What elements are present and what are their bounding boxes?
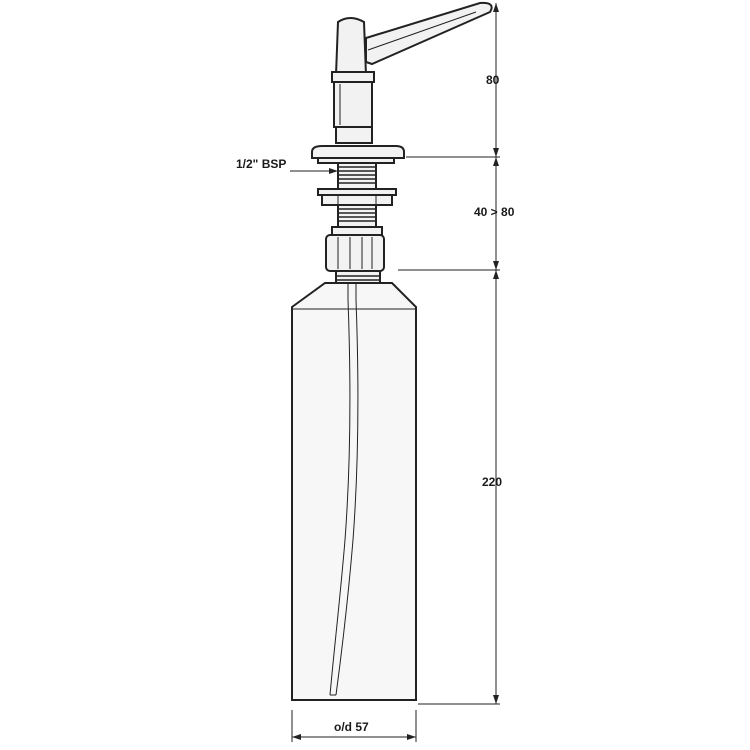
- threaded-shank: [337, 162, 377, 190]
- diameter-dimension-line: [292, 734, 416, 740]
- thread-range-label: 40 > 80: [474, 205, 515, 219]
- pump-height-label: 80: [486, 73, 500, 87]
- pump-head: [331, 1, 493, 144]
- dip-tube: [329, 283, 359, 696]
- bottle: [291, 282, 417, 701]
- diameter-label: o/d 57: [334, 720, 369, 734]
- threaded-shank-lower: [337, 204, 377, 228]
- vertical-dimension-line: [493, 3, 499, 704]
- thread-spec-label: 1/2" BSP: [236, 157, 286, 171]
- thread-leader: [290, 168, 338, 174]
- bottle-coupling: [325, 226, 385, 284]
- bottle-height-label: 220: [482, 475, 502, 489]
- mounting-flange: [311, 145, 405, 164]
- lock-nut: [317, 188, 397, 206]
